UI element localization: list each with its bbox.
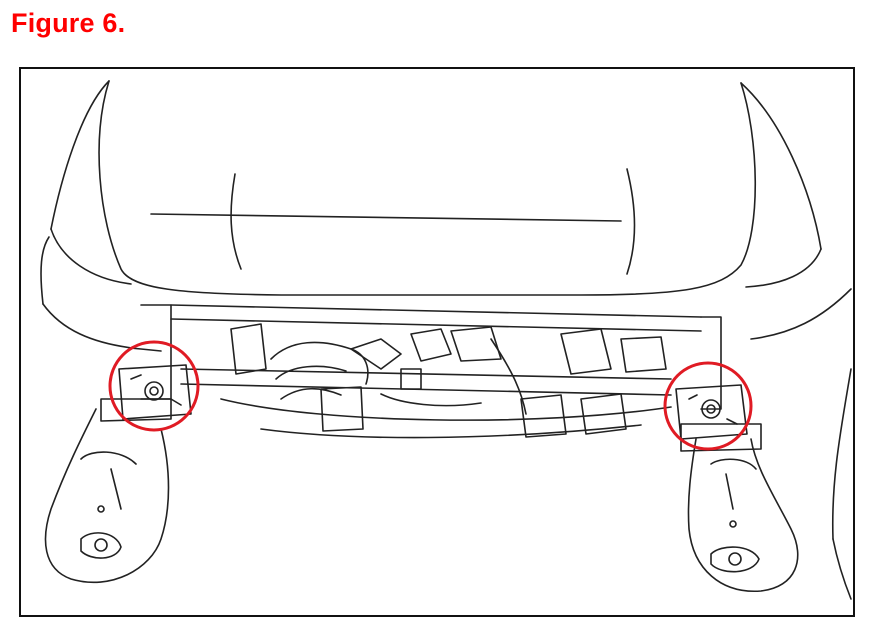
left-seat-leg xyxy=(44,398,172,584)
seat-underside-illustration xyxy=(40,80,852,600)
illustration-frame xyxy=(19,67,855,617)
right-bolt-assembly xyxy=(675,384,748,440)
side-trims xyxy=(40,236,852,600)
figure-title: Figure 6. xyxy=(11,8,126,38)
right-seat-leg xyxy=(680,423,799,592)
left-bolt-highlight-circle xyxy=(108,340,200,432)
wiring-harness xyxy=(230,323,667,438)
left-bolt-assembly xyxy=(118,364,192,420)
right-bolt-highlight-circle xyxy=(663,361,753,451)
seat-cushion xyxy=(50,80,822,296)
seat-frame xyxy=(140,304,722,439)
